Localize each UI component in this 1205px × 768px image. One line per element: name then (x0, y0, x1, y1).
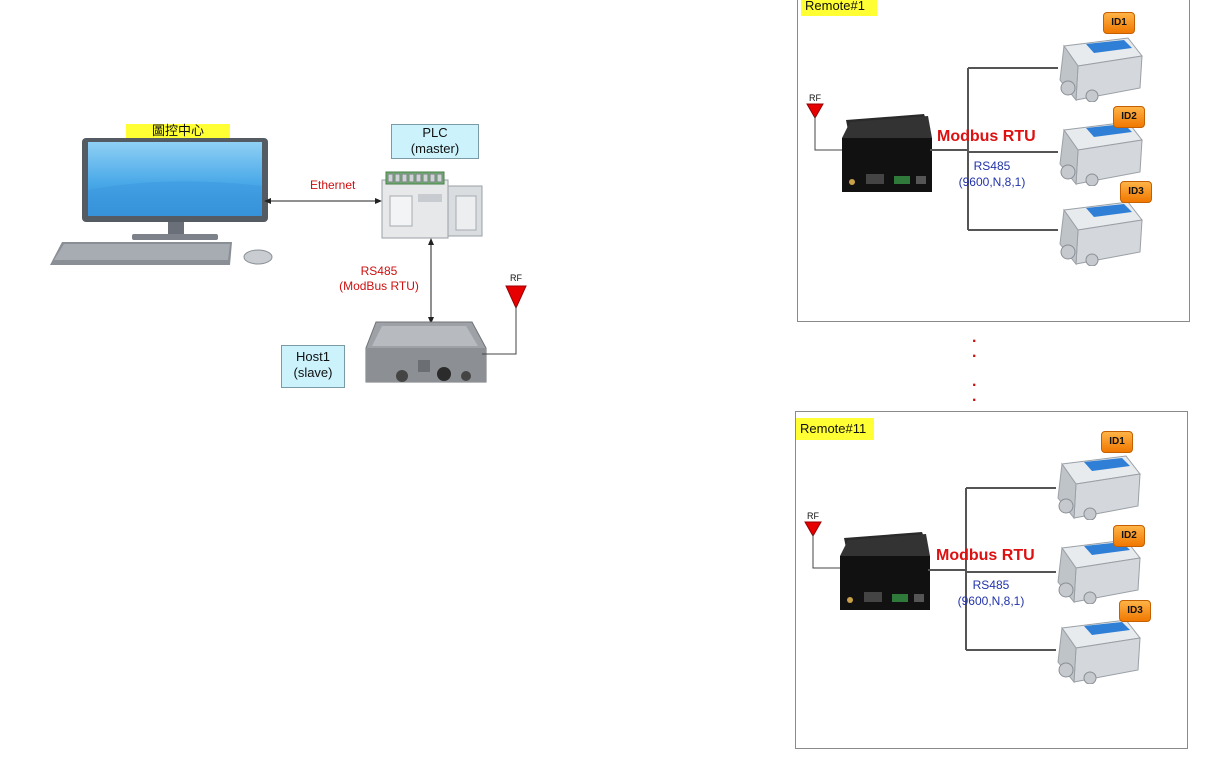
plc-role: (master) (410, 141, 460, 156)
ethernet-link (264, 198, 382, 204)
plc-label-box: PLC (master) (391, 124, 479, 159)
monitor-icon (50, 138, 273, 265)
remote-1-sensor-3 (1052, 198, 1144, 267)
remote-11-bus-line1: RS485 (972, 578, 1010, 592)
antenna-icon (505, 285, 527, 310)
remote-1-bus-line1: RS485 (973, 159, 1011, 173)
gateway-icon (840, 532, 930, 610)
sensor-icon (1057, 455, 1141, 521)
rs485-label-line2: (ModBus RTU) (339, 279, 419, 293)
sensor-icon (1057, 539, 1141, 605)
enclosure-icon (365, 321, 487, 383)
remote-1-rf-label: RF (809, 93, 821, 103)
antenna-icon (806, 103, 824, 120)
remote-11-sensor-3 (1050, 616, 1142, 685)
ethernet-label: Ethernet (310, 178, 356, 192)
remote-11-id1-badge: ID1 (1101, 431, 1133, 453)
remote-11-bus-line2: (9600,N,8,1) (957, 594, 1025, 608)
remote-1-title: Remote#1 (801, 0, 877, 16)
remote-1-bus-line2: (9600,N,8,1) (958, 175, 1026, 189)
remote-11-bus-wiring (928, 487, 1056, 651)
remote-1-id3-badge: ID3 (1120, 181, 1152, 203)
remote-1-gateway (840, 112, 932, 194)
remote-1-sensor-1 (1052, 34, 1144, 103)
remote-11-id2-badge: ID2 (1113, 525, 1145, 547)
remote-1-protocol: Modbus RTU (937, 128, 1036, 145)
remote-11-id3-badge: ID3 (1119, 600, 1151, 622)
remote-11-bus-spec: RS485 (9600,N,8,1) (951, 577, 1031, 609)
rs485-label: RS485 (ModBus RTU) (336, 264, 422, 294)
host-label-box: Host1 (slave) (281, 345, 345, 388)
sensor-icon (1059, 37, 1143, 103)
remote-11-title: Remote#11 (796, 418, 874, 440)
remote-11-sensor-2 (1050, 536, 1142, 605)
gateway-icon (842, 114, 932, 192)
remote-11-protocol: Modbus RTU (936, 547, 1035, 564)
remote-1-id1-badge: ID1 (1103, 12, 1135, 34)
sensor-icon (1059, 121, 1143, 187)
plc-icon (381, 171, 483, 239)
plc-title: PLC (422, 125, 448, 140)
remote-1-bus-spec: RS485 (9600,N,8,1) (952, 158, 1032, 190)
remote-1-id2-badge: ID2 (1113, 106, 1145, 128)
sensor-icon (1057, 619, 1141, 685)
remote-11-rf-label: RF (807, 511, 819, 521)
remote-11-rf-antenna (804, 521, 840, 569)
remote-1-bus-wiring (930, 67, 1058, 231)
sensor-icon (1059, 201, 1143, 267)
antenna-icon (804, 521, 822, 538)
more-remotes-indicator: .... (972, 329, 977, 405)
remote-11-gateway (838, 530, 930, 612)
host-title: Host1 (296, 349, 330, 364)
host-rf-antenna (482, 285, 527, 355)
remote-11-sensor-1 (1050, 452, 1142, 521)
remote-1-rf-antenna (806, 103, 842, 151)
plc-device (376, 166, 488, 240)
computer-workstation (48, 120, 278, 270)
rs485-label-line1: RS485 (360, 264, 398, 278)
host-device (362, 318, 492, 392)
host-role: (slave) (293, 365, 333, 380)
rs485-link (428, 238, 434, 324)
remote-1-sensor-2 (1052, 118, 1144, 187)
control-center-label: 圖控中心 (126, 124, 230, 138)
host-rf-label: RF (510, 273, 522, 283)
